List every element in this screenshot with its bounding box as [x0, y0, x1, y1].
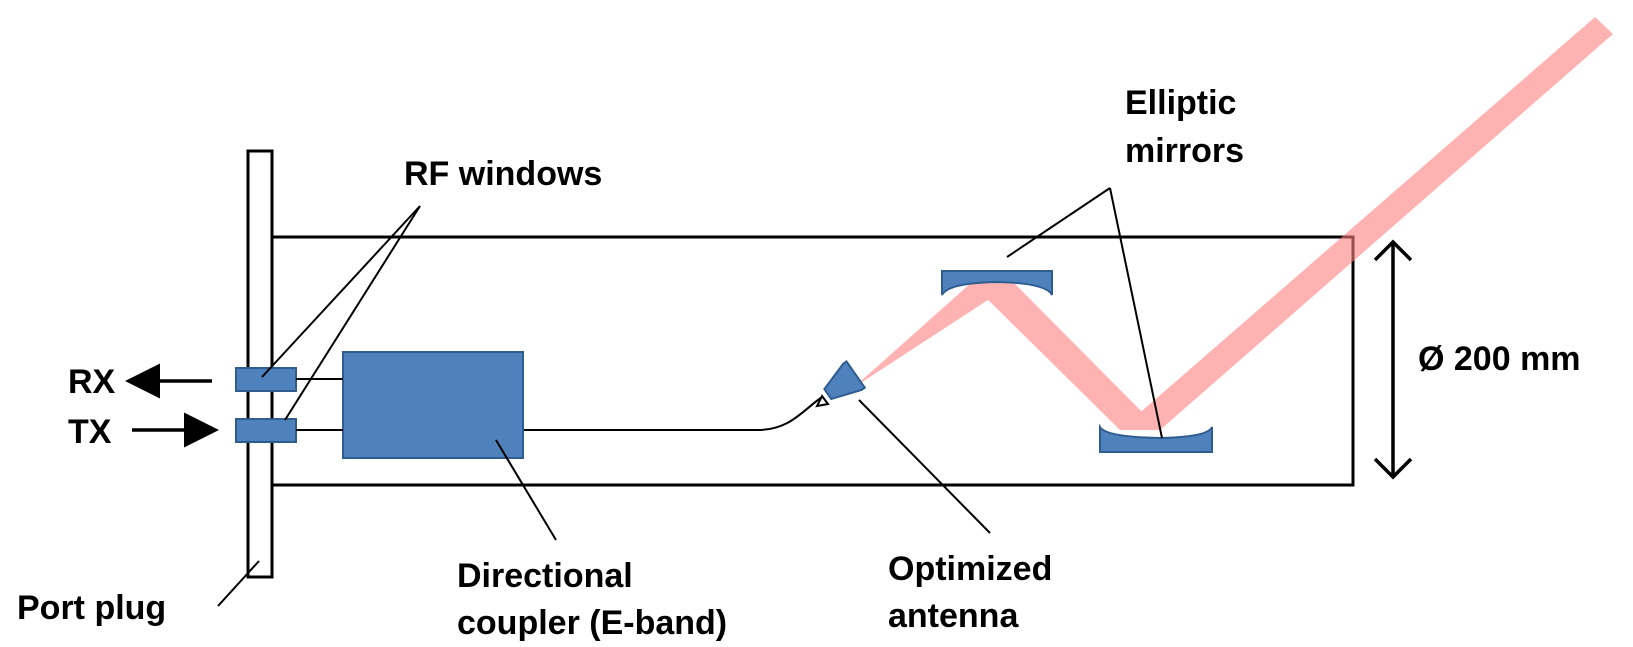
rf-window-tx [235, 418, 297, 443]
diameter-arrow-head-top [1373, 239, 1413, 262]
coupler-label-line2: coupler (E-band) [457, 604, 727, 642]
directional-coupler [342, 351, 524, 459]
antenna-leader [858, 399, 991, 534]
enclosure-outline [272, 235, 1355, 487]
tx-label: TX [68, 413, 112, 451]
coupler-leader [495, 439, 557, 541]
coupler-label-line1: Directional [457, 557, 633, 595]
elliptic-mirrors-leader-upper [1006, 187, 1111, 258]
elliptic-mirrors-label-line2: mirrors [1125, 132, 1244, 170]
lower-elliptic-mirror [1099, 423, 1213, 453]
rf-windows-leader-tx [284, 205, 421, 421]
antenna-label-line1: Optimized [888, 550, 1052, 588]
optimized-antenna [823, 360, 867, 401]
elliptic-mirrors-label-line1: Elliptic [1125, 84, 1236, 122]
upper-elliptic-mirror [941, 270, 1053, 296]
rf-windows-label: RF windows [404, 155, 602, 193]
elliptic-mirrors-leader-lower [1109, 187, 1163, 439]
antenna-feed-tip [815, 394, 830, 408]
rf-windows-leader-rx [261, 205, 421, 378]
waveguide-cable [523, 396, 823, 431]
diameter-arrow-head-bottom [1373, 457, 1413, 480]
antenna-label-line2: antenna [888, 597, 1019, 635]
rx-label: RX [68, 363, 116, 401]
port-plug-leader [217, 560, 260, 607]
port-plug [246, 149, 274, 579]
diameter-label: Ø 200 mm [1418, 340, 1581, 378]
port-plug-label: Port plug [17, 589, 166, 627]
rf-beam [853, 17, 1613, 430]
